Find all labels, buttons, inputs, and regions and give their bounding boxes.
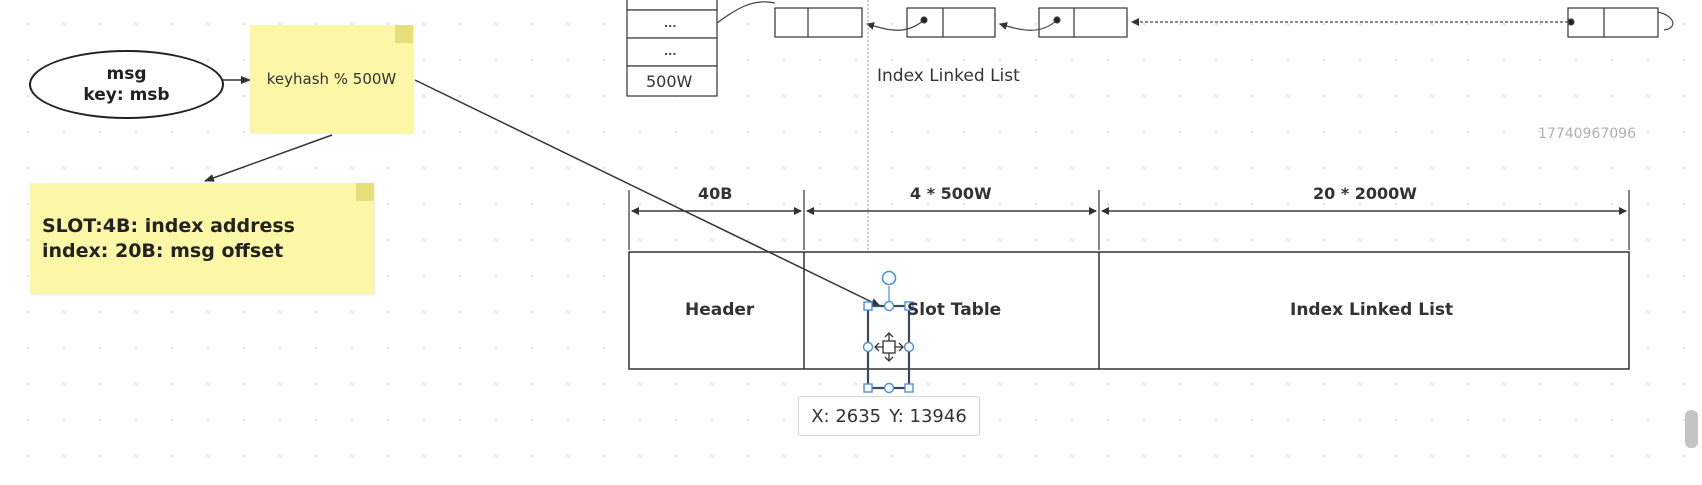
slot-sticky-note[interactable]: SLOT:4B: index address index: 20B: msg o… — [30, 183, 374, 294]
dimension-label-slot-table: 4 * 500W — [910, 184, 992, 203]
dimension-label-index-list: 20 * 2000W — [1313, 184, 1417, 203]
move-icon[interactable] — [874, 332, 904, 362]
index-note-line: index: 20B: msg offset — [42, 240, 284, 262]
slot-note-line: SLOT:4B: index address — [42, 215, 295, 237]
slot-column — [626, 0, 718, 97]
dimension-lines — [628, 190, 1630, 250]
arrow-hash-to-slot[interactable] — [414, 79, 881, 307]
hash-note-text: keyhash % 500W — [266, 70, 397, 88]
note-fold — [356, 183, 374, 201]
section-header-label: Header — [685, 300, 755, 320]
note-fold — [395, 25, 413, 43]
slot-ellipsis: ... — [664, 45, 677, 58]
message-key-label: key: msb — [83, 84, 170, 105]
section-index-list-label: Index Linked List — [1290, 300, 1454, 320]
coordinate-tooltip: X: 2635 Y: 13946 — [798, 396, 980, 436]
slot-last-cell-label: 500W — [646, 72, 693, 91]
rotate-handle[interactable] — [881, 270, 897, 286]
dimension-label-header: 40B — [698, 184, 733, 203]
coordinate-y: Y: 13946 — [889, 405, 967, 427]
storage-layout-bar — [628, 251, 1630, 370]
message-label: msg — [106, 63, 147, 84]
selected-slot-shape[interactable] — [862, 270, 915, 394]
top-list-label: Index Linked List — [877, 66, 1020, 86]
slot-ellipsis: ... — [664, 17, 677, 30]
message-node[interactable]: msg key: msb — [29, 50, 224, 119]
vertical-scrollbar[interactable] — [1685, 410, 1698, 448]
linked-list-connectors — [716, 1, 1674, 31]
arrow-hash-to-note — [204, 134, 333, 182]
watermark-text: 17740967096 — [1538, 126, 1636, 142]
coordinate-x: X: 2635 — [811, 405, 882, 427]
hash-sticky-note[interactable]: keyhash % 500W — [250, 25, 413, 133]
section-slot-table-label: Slot Table — [907, 300, 1002, 320]
